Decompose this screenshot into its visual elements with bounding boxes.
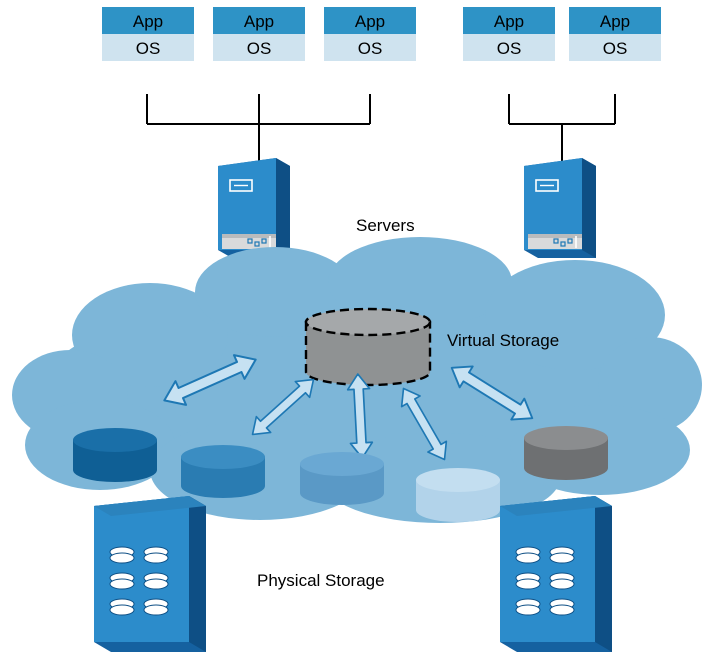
vm-connector-lines-left	[146, 94, 371, 165]
disk-icon	[181, 445, 265, 498]
storage-array-icon	[94, 496, 206, 652]
vm-stack: App OS	[102, 7, 194, 61]
app-layer: App	[102, 7, 194, 34]
server-tower-icon	[218, 158, 290, 258]
virtual-storage-label: Virtual Storage	[447, 331, 560, 350]
disk-icon	[73, 428, 157, 482]
vm-stack: App OS	[463, 7, 555, 61]
app-layer: App	[463, 7, 555, 34]
storage-array-icon	[500, 496, 612, 652]
os-layer: OS	[569, 34, 661, 61]
os-layer: OS	[463, 34, 555, 61]
vm-connector-lines-right	[508, 94, 616, 165]
physical-storage-label: Physical Storage	[257, 571, 385, 590]
servers-label: Servers	[356, 216, 415, 235]
app-layer: App	[213, 7, 305, 34]
app-layer: App	[569, 7, 661, 34]
vm-stack: App OS	[213, 7, 305, 61]
os-layer: OS	[102, 34, 194, 61]
os-layer: OS	[213, 34, 305, 61]
disk-icon	[524, 426, 608, 480]
vm-stack: App OS	[569, 7, 661, 61]
os-layer: OS	[324, 34, 416, 61]
server-tower-icon	[524, 158, 596, 258]
virtual-disk-icon	[304, 307, 432, 387]
disk-icon	[300, 452, 384, 505]
disk-icon	[416, 468, 500, 522]
app-layer: App	[324, 7, 416, 34]
vm-stack: App OS	[324, 7, 416, 61]
